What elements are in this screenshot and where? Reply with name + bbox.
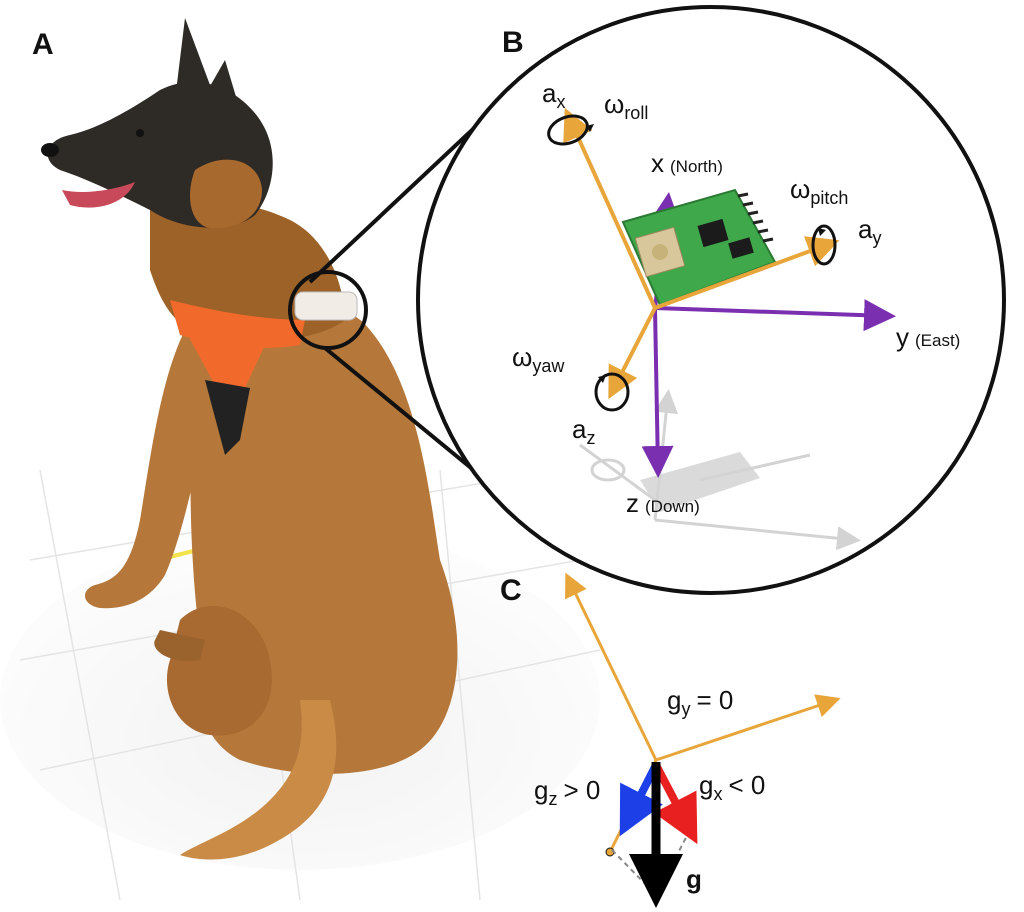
pitch-rotation-icon xyxy=(811,224,837,266)
panel-c: gy= 0 gz> 0 gx< 0 g xyxy=(534,572,841,908)
gx-label: gx< 0 xyxy=(699,770,765,804)
yaw-rotation-icon xyxy=(594,372,630,412)
gz-label: gz> 0 xyxy=(534,775,600,809)
x-north-label: x(North) xyxy=(651,148,723,178)
zoom-line-top xyxy=(308,113,490,284)
zoom-circle xyxy=(416,5,1006,595)
ay-axis xyxy=(654,236,840,310)
ax-label: ax xyxy=(542,78,565,112)
az-axis xyxy=(608,307,657,400)
ax-axis xyxy=(563,107,657,309)
c-ax-axis xyxy=(565,572,658,761)
y-east-label: y(East) xyxy=(896,322,960,352)
omega-roll-label: ωroll xyxy=(604,89,648,123)
panel-label-b: B xyxy=(502,26,524,59)
gx-vector xyxy=(652,763,698,845)
c-ay-axis xyxy=(655,694,841,762)
roll-rotation-icon xyxy=(547,114,589,146)
ay-label: ay xyxy=(858,214,881,248)
az-label: az xyxy=(572,414,595,448)
panel-label-c: C xyxy=(500,574,522,607)
magnifier xyxy=(288,5,1006,595)
omega-yaw-label: ωyaw xyxy=(512,342,565,376)
panel-b: ax ωroll x(North) ωpitch ay y(East) ωyaw… xyxy=(512,78,960,551)
z-down-label: z(Down) xyxy=(626,488,700,518)
panel-label-a: A xyxy=(32,28,54,61)
sensor-shadow xyxy=(579,389,861,551)
gz-vector xyxy=(619,763,663,837)
imu-board xyxy=(621,188,777,307)
y-east-axis xyxy=(654,299,896,332)
omega-pitch-label: ωpitch xyxy=(790,174,848,208)
g-label: g xyxy=(686,864,702,894)
gy-label: gy= 0 xyxy=(667,685,733,719)
z-down-axis xyxy=(641,307,674,478)
dog-photo xyxy=(0,18,601,901)
